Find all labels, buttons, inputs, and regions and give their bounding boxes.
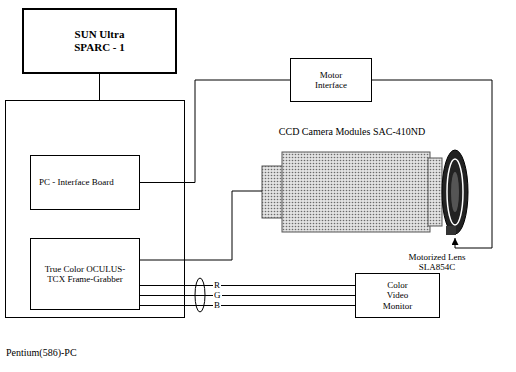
node-label: Motor Interface <box>306 70 356 91</box>
wire <box>140 80 290 183</box>
node-label: SUN Ultra SPARC - 1 <box>69 28 131 53</box>
wire <box>372 80 492 248</box>
wire <box>140 191 262 260</box>
wire <box>140 295 355 296</box>
signal-name: B <box>213 301 221 310</box>
signal-name: G <box>213 291 222 300</box>
connector <box>140 191 262 260</box>
grabber-box: True Color OCULUS-TCX Frame-Grabber <box>30 238 140 310</box>
node-caption: Motorized Lens SLA854C <box>392 252 482 273</box>
wire <box>140 305 355 306</box>
wire <box>99 74 100 100</box>
node-label: True Color OCULUS-TCX Frame-Grabber <box>43 264 127 285</box>
lens-symbol <box>442 150 468 235</box>
wire <box>140 285 355 286</box>
node-label: Color Video Monitor <box>376 280 420 311</box>
connector <box>372 80 492 248</box>
node-caption: CCD Camera Modules SAC-410ND <box>262 126 442 138</box>
pc-box: Pentium(586)-PCPC - Interface BoardTrue … <box>5 100 185 318</box>
interface-box: Motor Interface <box>290 58 372 102</box>
monitor-box: Color Video Monitor <box>355 273 440 318</box>
board-box: PC - Interface Board <box>30 155 140 210</box>
signal-name: R <box>213 281 221 290</box>
node-caption: Pentium(586)-PC <box>6 347 77 359</box>
connector <box>99 74 100 100</box>
motorized-lens: Motorized Lens SLA854C <box>440 148 470 238</box>
connector <box>140 80 290 183</box>
camera-body <box>262 152 442 232</box>
camera-module: CCD Camera Modules SAC-410ND <box>262 150 442 232</box>
node-label: PC - Interface Board <box>39 177 114 187</box>
computer-box: SUN Ultra SPARC - 1 <box>22 8 177 74</box>
connector <box>140 286 355 306</box>
